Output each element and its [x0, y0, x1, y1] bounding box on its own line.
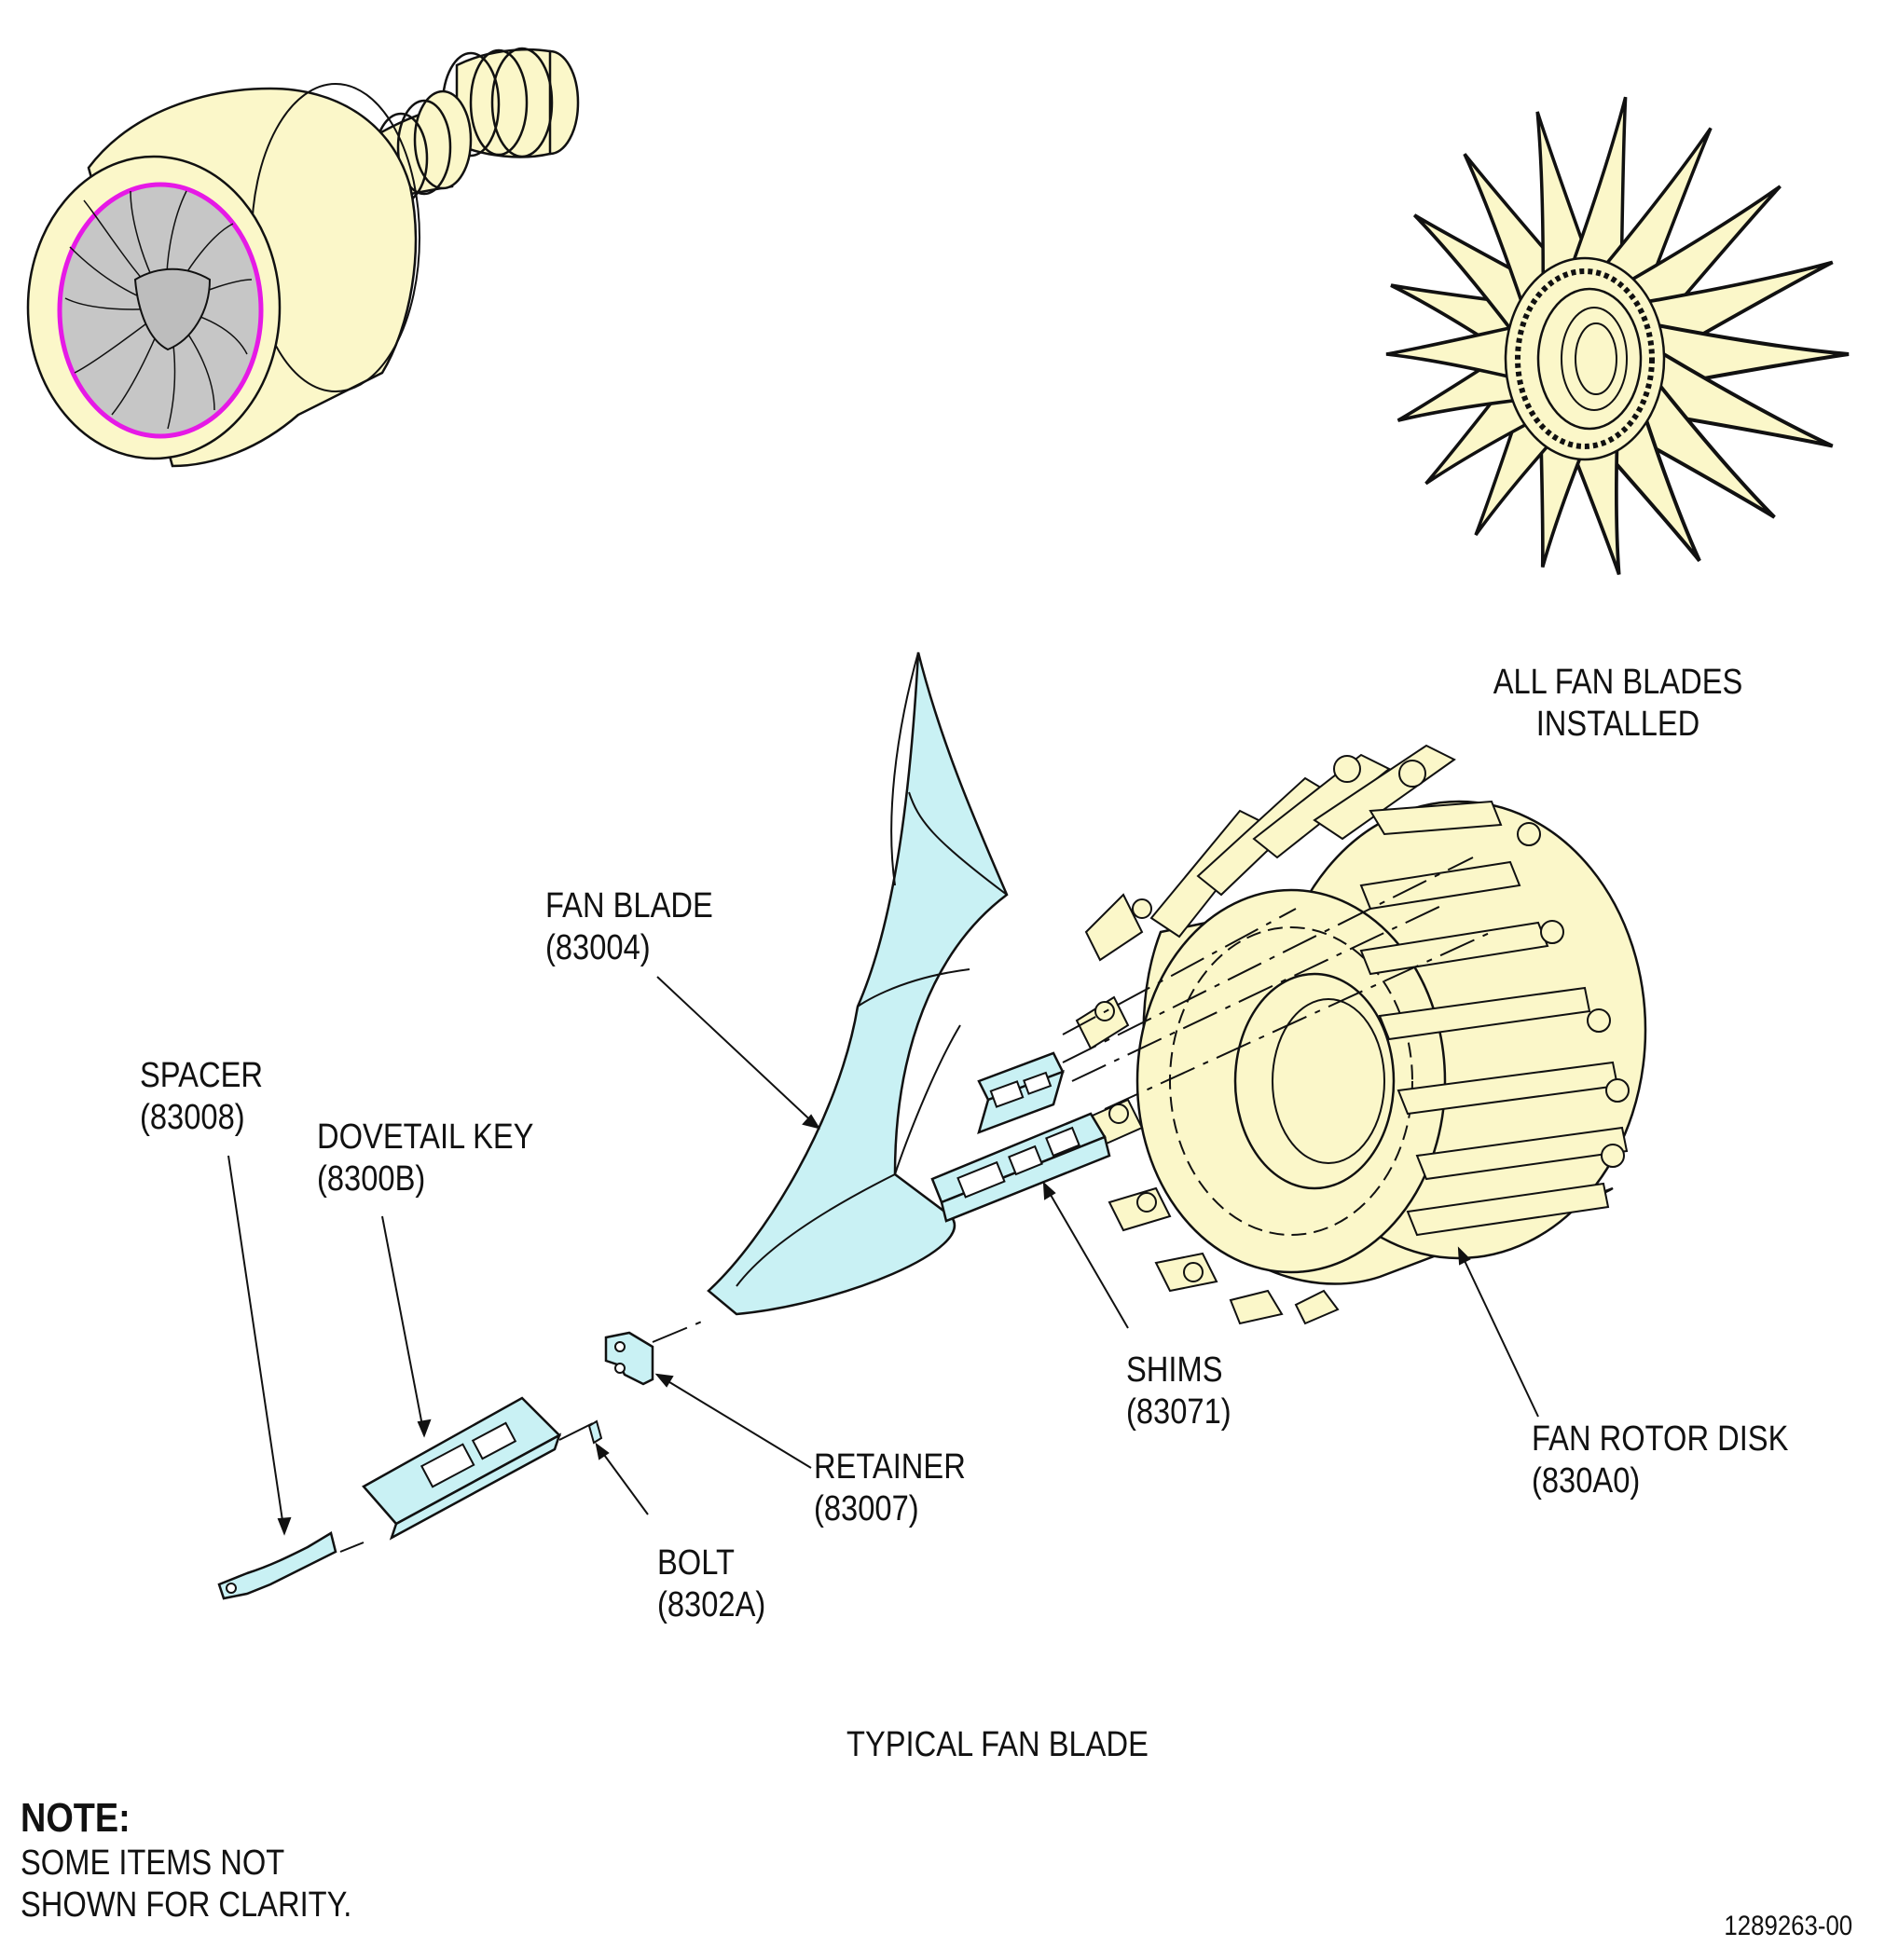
fan-blade-part	[707, 651, 1009, 1316]
label-all-fan-blades: ALL FAN BLADES INSTALLED	[1478, 662, 1786, 746]
fan-rotor-disk-lugs	[1094, 755, 1630, 1282]
shims-part	[930, 1051, 1111, 1223]
figure-caption: TYPICAL FAN BLADE	[846, 1724, 1149, 1766]
bolt-part	[587, 1419, 603, 1445]
label-shims-code: (83071)	[1126, 1392, 1231, 1432]
fan-assembly-installed	[1374, 90, 1849, 583]
label-bolt: BOLT (8302A)	[657, 1542, 765, 1626]
label-fan-rotor-disk: FAN ROTOR DISK (830A0)	[1532, 1419, 1788, 1502]
note-line2: SHOWN FOR CLARITY.	[21, 1885, 352, 1925]
engine-rear-shaft	[366, 47, 580, 205]
figure-caption-text: TYPICAL FAN BLADE	[846, 1725, 1149, 1764]
label-bolt-name: BOLT	[657, 1543, 735, 1583]
label-spacer: SPACER (83008)	[140, 1055, 263, 1139]
label-all-fan-blades-line2: INSTALLED	[1535, 705, 1700, 744]
leader-lines	[227, 976, 1539, 1536]
note-heading: NOTE:	[21, 1795, 131, 1841]
label-bolt-code: (8302A)	[657, 1585, 766, 1624]
dovetail-key-part	[362, 1396, 562, 1541]
label-dovetail-key: DOVETAIL KEY (8300B)	[317, 1117, 533, 1200]
label-retainer-code: (83007)	[814, 1489, 919, 1528]
label-fan-blade-name: FAN BLADE	[545, 886, 713, 925]
spacer-part	[217, 1531, 337, 1600]
note-line1: SOME ITEMS NOT	[21, 1843, 285, 1883]
assembly-centerlines	[339, 857, 1493, 1553]
label-dovetail-key-name: DOVETAIL KEY	[317, 1117, 534, 1157]
label-fan-rotor-disk-name: FAN ROTOR DISK	[1532, 1419, 1789, 1459]
fan-assembly-hub	[1504, 256, 1666, 461]
label-fan-rotor-disk-code: (830A0)	[1532, 1461, 1641, 1501]
label-spacer-name: SPACER	[140, 1056, 263, 1095]
label-retainer-name: RETAINER	[814, 1447, 966, 1487]
label-retainer: RETAINER (83007)	[814, 1446, 966, 1530]
label-fan-blade-code: (83004)	[545, 928, 651, 967]
note-block: NOTE: SOME ITEMS NOT SHOWN FOR CLARITY.	[21, 1794, 351, 1926]
label-all-fan-blades-line1: ALL FAN BLADES	[1493, 663, 1743, 702]
fan-rotor-disk	[1075, 744, 1647, 1325]
engine-spinner	[133, 267, 212, 351]
label-fan-blade: FAN BLADE (83004)	[545, 885, 713, 969]
engine-locator	[26, 47, 580, 468]
label-shims-name: SHIMS	[1126, 1350, 1223, 1390]
retainer-part	[604, 1331, 654, 1386]
label-dovetail-key-code: (8300B)	[317, 1159, 426, 1199]
figure-number: 1289263-00	[1724, 1911, 1852, 1941]
label-spacer-code: (83008)	[140, 1098, 245, 1137]
label-shims: SHIMS (83071)	[1126, 1350, 1231, 1433]
